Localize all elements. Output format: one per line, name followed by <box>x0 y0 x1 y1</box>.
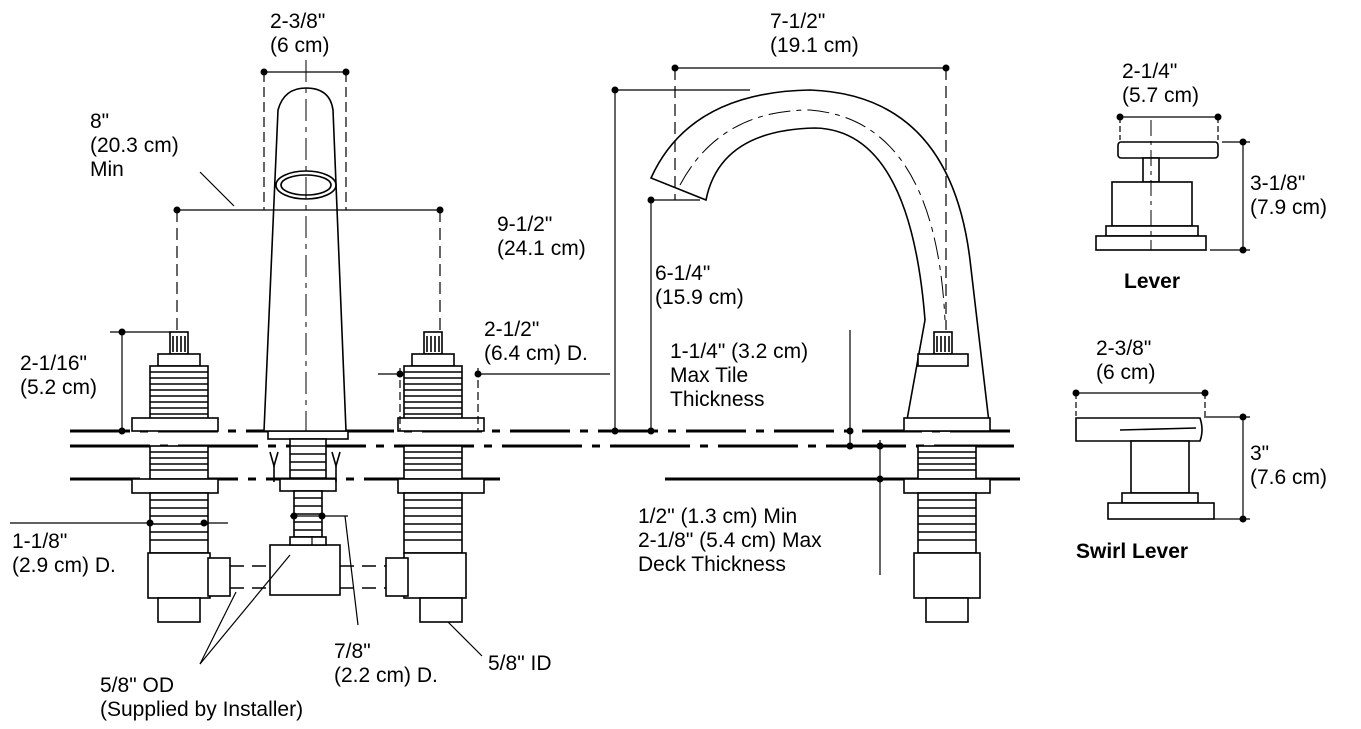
tee-diameter-inches: 7/8" <box>334 640 371 663</box>
tee-diameter-cm: (2.2 cm) D. <box>334 664 438 687</box>
deck-thickness-label: 1/2" (1.3 cm) Min 2-1/8" (5.4 cm) Max De… <box>638 505 822 577</box>
spout-clearance-cm: (15.9 cm) <box>655 286 744 309</box>
hole-diameter-label: 2-1/2" (6.4 cm) D. <box>484 318 588 366</box>
supply-line-label: 5/8" OD (Supplied by Installer) <box>100 674 303 722</box>
lever-title: Lever <box>1124 270 1181 293</box>
swirl-height-inches: 3" <box>1250 442 1270 465</box>
arc-spout-drawing <box>649 89 991 623</box>
center-spacing-label: 8" (20.3 cm) Min <box>90 110 179 182</box>
spout-width-label: 2-3/8" (6 cm) <box>270 10 330 58</box>
tee-diameter-label: 7/8" (2.2 cm) D. <box>334 640 438 688</box>
lever-width-cm: (5.7 cm) <box>1122 84 1200 107</box>
swirl-height-cm: (7.6 cm) <box>1250 466 1328 489</box>
left-valve-drawing <box>131 331 231 623</box>
lever-height-cm: (7.9 cm) <box>1250 196 1328 219</box>
center-spout-drawing <box>263 60 347 432</box>
deck-lines <box>70 429 1020 481</box>
swirl-lever-drawing <box>1075 417 1215 520</box>
spout-reach-inches: 7-1/2" <box>770 10 826 33</box>
valve-diameter-cm: (2.9 cm) D. <box>12 554 116 577</box>
valve-diameter-label: 1-1/8" (2.9 cm) D. <box>12 530 116 578</box>
deck-thickness-min: 1/2" (1.3 cm) Min <box>638 505 798 528</box>
center-spacing-cm: (20.3 cm) <box>90 134 179 157</box>
supply-line-size: 5/8" OD <box>100 674 174 697</box>
supply-line-note: (Supplied by Installer) <box>100 698 304 721</box>
tile-thickness-line3: Thickness <box>670 388 765 411</box>
valve-height-inches: 2-1/16" <box>20 352 87 375</box>
lever-height-label: 3-1/8" (7.9 cm) <box>1250 172 1327 220</box>
spout-clearance-label: 6-1/4" (15.9 cm) <box>655 262 744 310</box>
right-valve-drawing <box>385 331 485 623</box>
swirl-width-inches: 2-3/8" <box>1096 337 1152 360</box>
spout-reach-label: 7-1/2" (19.1 cm) <box>770 10 859 58</box>
inlet-id-label: 5/8" ID <box>488 652 551 676</box>
spout-height-cm: (24.1 cm) <box>497 237 586 260</box>
spout-width-inches: 2-3/8" <box>270 10 326 33</box>
deck-thickness-text: Deck Thickness <box>638 553 786 576</box>
center-spacing-min: Min <box>90 158 124 181</box>
valve-height-label: 2-1/16" (5.2 cm) <box>20 352 97 400</box>
lever-width-inches: 2-1/4" <box>1122 60 1178 83</box>
spout-height-label: 9-1/2" (24.1 cm) <box>497 213 586 261</box>
spout-height-inches: 9-1/2" <box>497 213 553 236</box>
dimension-dots <box>118 64 1247 527</box>
tile-thickness-size: 1-1/4" (3.2 cm) <box>670 340 809 363</box>
spout-width-cm: (6 cm) <box>270 34 330 57</box>
lever-width-label: 2-1/4" (5.7 cm) <box>1122 60 1199 108</box>
swirl-width-cm: (6 cm) <box>1096 361 1156 384</box>
swirl-width-label: 2-3/8" (6 cm) <box>1096 337 1156 385</box>
spout-clearance-inches: 6-1/4" <box>655 262 711 285</box>
deck-thickness-max: 2-1/8" (5.4 cm) Max <box>638 529 822 552</box>
swirl-height-label: 3" (7.6 cm) <box>1250 442 1327 490</box>
valve-height-cm: (5.2 cm) <box>20 376 98 399</box>
spout-reach-cm: (19.1 cm) <box>770 34 859 57</box>
tile-thickness-line2: Max Tile <box>670 364 749 387</box>
hole-diameter-inches: 2-1/2" <box>484 318 540 341</box>
tile-thickness-label: 1-1/4" (3.2 cm) Max Tile Thickness <box>670 340 808 412</box>
center-tee-drawing <box>267 430 349 596</box>
center-spacing-inches: 8" <box>90 110 110 133</box>
lever-handle-drawing <box>1095 120 1219 251</box>
lever-height-inches: 3-1/8" <box>1250 172 1306 195</box>
inlet-id-text: 5/8" ID <box>488 652 552 675</box>
valve-diameter-inches: 1-1/8" <box>12 530 68 553</box>
hole-diameter-cm: (6.4 cm) D. <box>484 342 588 365</box>
swirl-lever-title: Swirl Lever <box>1076 540 1189 563</box>
